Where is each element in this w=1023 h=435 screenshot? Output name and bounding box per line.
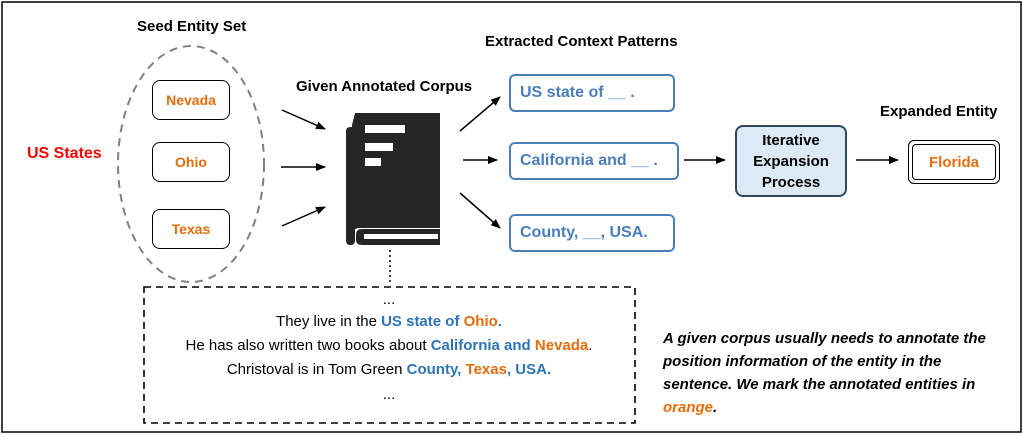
arrow-corpus-pattern1 xyxy=(459,96,501,132)
book-icon xyxy=(346,113,440,245)
patterns-title: Extracted Context Patterns xyxy=(485,33,678,50)
pattern-box-2: California and __ . xyxy=(509,142,679,180)
category-label: US States xyxy=(27,145,102,162)
annotation-note: A given corpus usually needs to annotate… xyxy=(663,330,986,416)
corpus-sentence-2: He has also written two books about Cali… xyxy=(185,337,593,354)
corpus-ellipsis-bottom: ... xyxy=(382,386,396,403)
expanded-entity-value: Florida xyxy=(912,144,996,180)
seed-entity-nevada: Nevada xyxy=(152,80,230,120)
arrow-nevada-corpus xyxy=(281,109,326,130)
process-line-3: Process xyxy=(761,173,821,191)
corpus-title: Given Annotated Corpus xyxy=(296,78,473,95)
seed-set-ellipse xyxy=(117,45,265,283)
expanded-entity-title: Expanded Entity xyxy=(880,103,998,120)
note-highlight-orange: orange xyxy=(663,399,714,416)
arrow-texas-corpus xyxy=(281,206,326,227)
process-line-2: Expansion xyxy=(753,152,829,170)
corpus-sentence-1: They live in the US state of Ohio. xyxy=(276,313,502,330)
iterative-expansion-process-box: Iterative Expansion Process xyxy=(735,125,847,197)
corpus-sentence-3: Christoval is in Tom Green County, Texas… xyxy=(226,361,552,378)
corpus-text-box xyxy=(143,286,636,424)
corpus-ellipsis-top: ... xyxy=(382,291,396,308)
seed-set-title: Seed Entity Set xyxy=(137,18,247,35)
expanded-entity-box: Florida xyxy=(908,140,1000,184)
process-line-1: Iterative xyxy=(762,131,820,149)
arrow-corpus-pattern3 xyxy=(459,192,501,229)
seed-entity-texas: Texas xyxy=(152,209,230,249)
pattern-box-1: US state of __ . xyxy=(509,74,675,112)
pattern-box-3: County, __, USA. xyxy=(509,214,675,252)
seed-entity-ohio: Ohio xyxy=(152,142,230,182)
